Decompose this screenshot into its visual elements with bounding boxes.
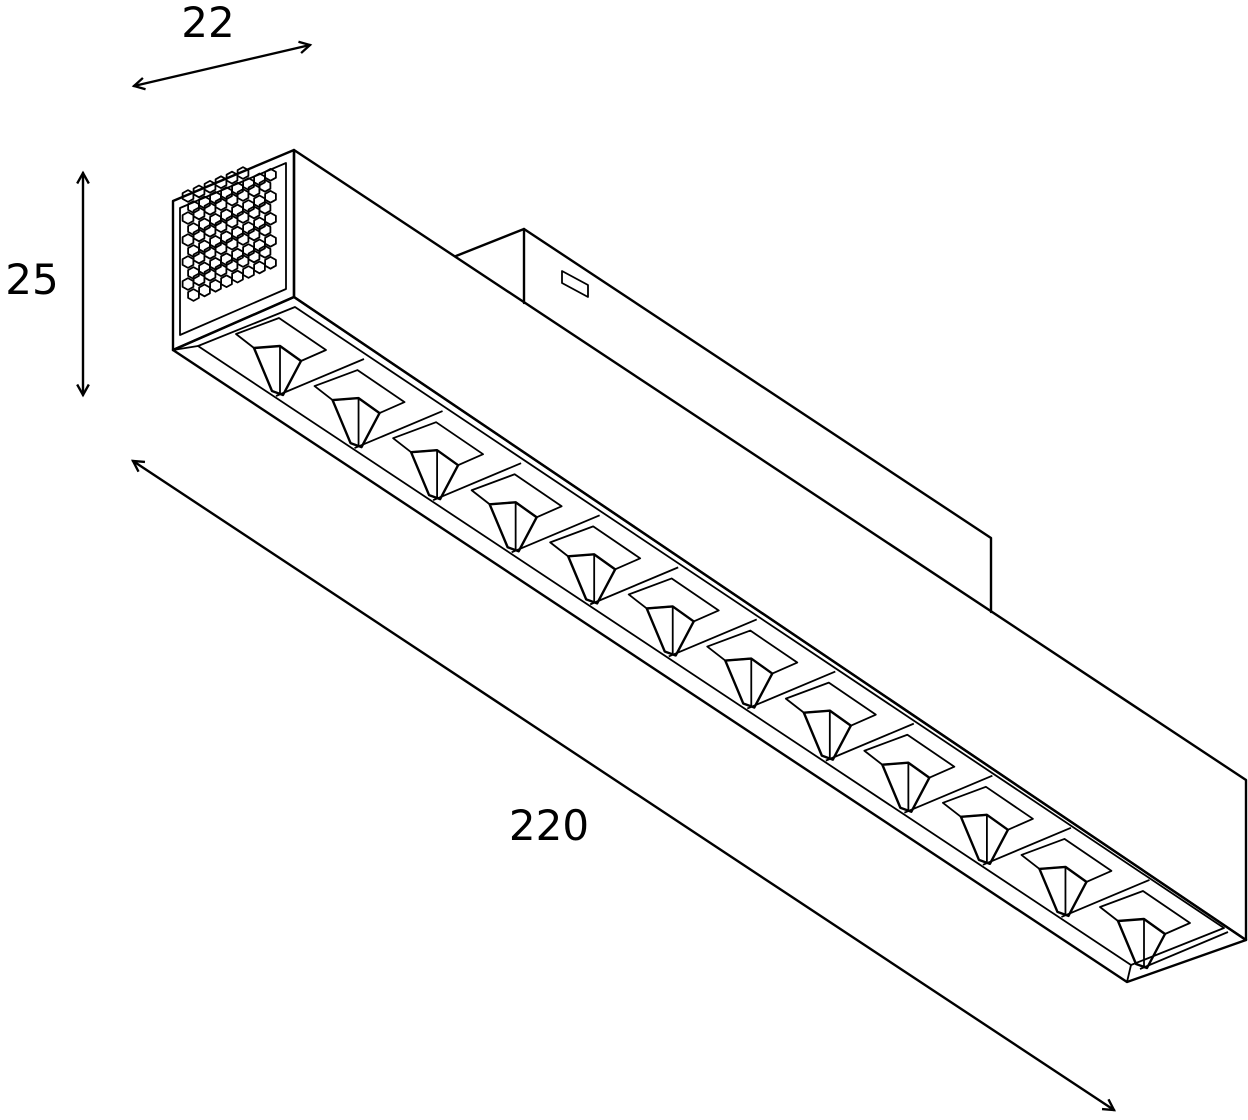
led-lens-cell — [627, 577, 758, 658]
honeycomb-cell — [258, 200, 272, 215]
honeycomb-grille — [181, 166, 277, 302]
honeycomb-cell — [231, 269, 244, 284]
mounting-slot — [561, 270, 589, 298]
led-lens-cell — [863, 733, 993, 814]
mounting-adapter — [454, 227, 993, 614]
height-dimension-label: 25 — [5, 255, 58, 304]
length-dimension-label: 220 — [509, 801, 589, 850]
louvre-frame — [197, 306, 1225, 966]
honeycomb-cell — [181, 255, 195, 269]
led-lens-cell — [784, 681, 915, 762]
honeycomb-cell — [220, 274, 233, 289]
led-lens-cell — [1020, 838, 1150, 918]
led-lens-cell — [706, 629, 836, 710]
led-lens-cell — [942, 785, 1072, 866]
led-lens-cell — [392, 421, 522, 502]
honeycomb-cell — [264, 167, 277, 182]
bottom-face — [171, 295, 1248, 984]
honeycomb-cell — [253, 260, 266, 275]
end-face-frame — [179, 162, 287, 336]
led-lens-row — [235, 317, 1229, 970]
honeycomb-cell — [264, 189, 277, 204]
honeycomb-cell — [181, 211, 195, 225]
led-lens-cell — [235, 317, 365, 397]
honeycomb-cell — [258, 244, 272, 259]
length-dimension-arrow — [133, 461, 1114, 1110]
honeycomb-cell — [264, 211, 277, 226]
honeycomb-cell — [258, 178, 272, 193]
honeycomb-cell — [209, 278, 222, 293]
width-dimension-label: 22 — [181, 0, 234, 47]
led-lens-cell — [470, 473, 600, 554]
led-lens-cell — [549, 525, 679, 606]
honeycomb-cell — [181, 277, 195, 291]
honeycomb-cell — [264, 233, 277, 248]
width-dimension-arrow — [134, 45, 310, 86]
led-lens-cell — [1099, 890, 1229, 970]
width-dimension: 22 — [134, 0, 310, 86]
honeycomb-cell — [242, 265, 255, 279]
led-lens-cell — [313, 369, 443, 449]
top-face — [292, 148, 1248, 942]
height-dimension: 25 — [5, 173, 83, 395]
honeycomb-cell — [187, 288, 200, 302]
honeycomb-cell — [236, 166, 250, 180]
honeycomb-cell — [181, 233, 195, 247]
length-dimension: 220 — [133, 461, 1114, 1110]
luminaire-body — [171, 148, 1248, 984]
honeycomb-cell — [198, 283, 211, 298]
honeycomb-cell — [258, 222, 272, 237]
honeycomb-cell — [264, 255, 277, 270]
